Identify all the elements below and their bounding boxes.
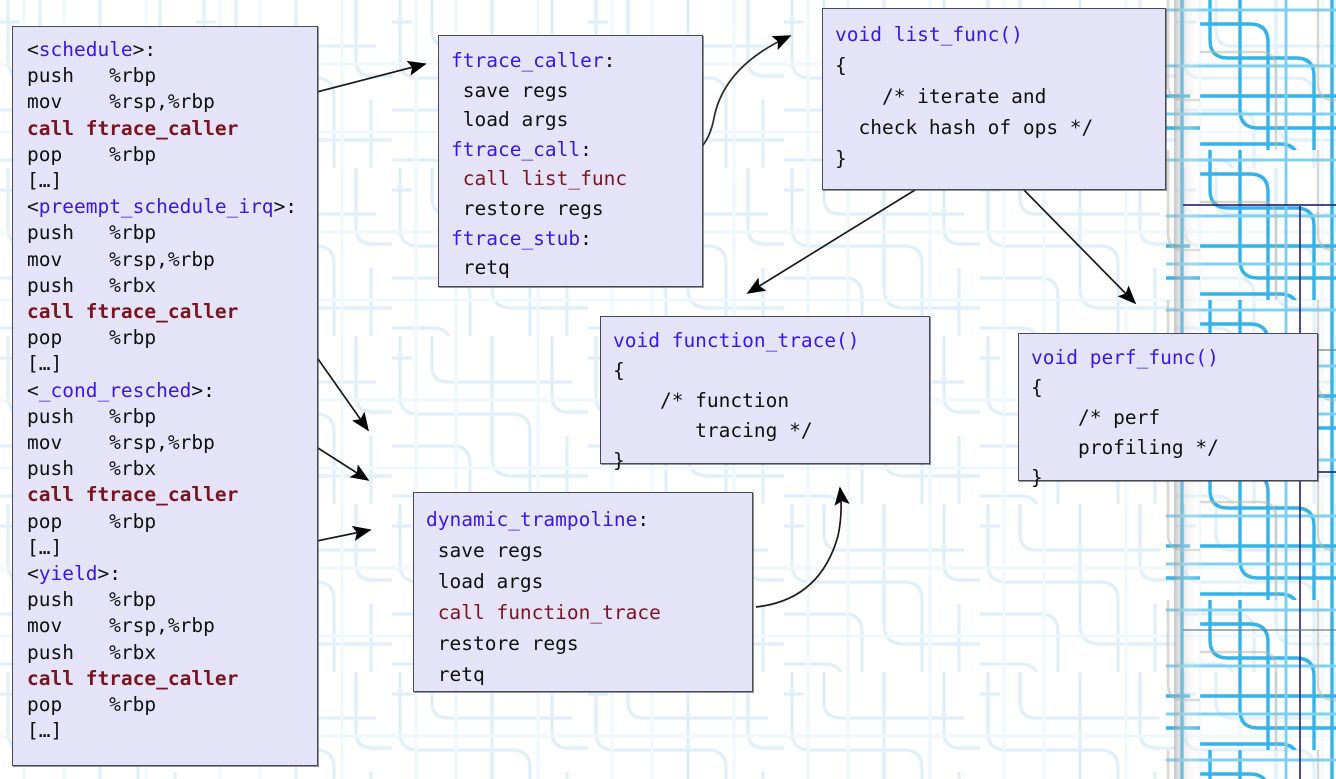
code-line: ftrace_stub: xyxy=(451,226,592,250)
code-line: { xyxy=(613,359,625,382)
code-line: profiling */ xyxy=(1031,436,1219,459)
code-line: void perf_func() xyxy=(1031,346,1219,369)
dynamic-trampoline-code: dynamic_trampoline: save regs load args … xyxy=(414,493,752,701)
code-line: push %rbp xyxy=(27,221,157,245)
code-line: ftrace_caller: xyxy=(451,49,616,72)
code-line: push %rbx xyxy=(27,457,157,481)
code-line: void list_func() xyxy=(835,23,1023,46)
perf-func-code: void perf_func() { /* perf profiling */} xyxy=(1019,334,1317,502)
code-line: call ftrace_caller xyxy=(27,116,239,140)
code-line: call ftrace_caller xyxy=(27,666,239,690)
code-line: […] xyxy=(27,352,63,376)
code-line: /* perf xyxy=(1031,406,1161,429)
function-trace-callback-box: void function_trace() { /* function traci… xyxy=(600,316,930,472)
code-line: retq xyxy=(426,663,485,686)
code-line: check hash of ops */ xyxy=(835,116,1094,139)
arrow-dynamic-trampoline-to-function-trace xyxy=(755,486,850,608)
code-line: push %rbx xyxy=(27,640,157,664)
arrow-list-func-to-perf-func xyxy=(1023,189,1137,305)
ftrace-caller-trampoline-box: ftrace_caller: save regs load args ftrace… xyxy=(438,35,703,287)
code-line: void function_trace() xyxy=(613,329,860,352)
code-line: <yield>: xyxy=(27,562,121,586)
code-line: call list_func xyxy=(462,167,628,191)
code-line: <_cond_resched>: xyxy=(27,378,215,402)
code-line: dynamic_trampoline: xyxy=(426,508,650,531)
code-line: <schedule>: xyxy=(27,38,157,61)
code-line: mov %rsp,%rbp xyxy=(27,90,215,114)
code-line: push %rbx xyxy=(27,273,157,297)
ftrace-caller-code: ftrace_caller: save regs load args ftrace… xyxy=(439,36,702,293)
code-line: push %rbp xyxy=(27,588,157,612)
arrow-list-func-to-function-trace xyxy=(746,189,916,294)
code-line: save regs xyxy=(451,78,569,102)
code-line: call ftrace_caller xyxy=(27,300,239,324)
code-line: push %rbp xyxy=(27,64,157,88)
code-line: } xyxy=(1031,466,1043,489)
code-line: load args xyxy=(451,108,569,132)
code-line: retq xyxy=(451,256,510,280)
code-line: pop %rbp xyxy=(27,509,157,533)
perf-func-callback-box: void perf_func() { /* perf profiling */} xyxy=(1018,333,1318,489)
code-line: mov %rsp,%rbp xyxy=(27,614,215,638)
code-line: […] xyxy=(27,719,63,743)
code-line: <preempt_schedule_irq>: xyxy=(27,195,298,219)
code-line: /* function xyxy=(613,389,790,412)
code-line: pop %rbp xyxy=(27,693,157,717)
code-line: call function_trace xyxy=(437,601,661,624)
code-line: restore regs xyxy=(451,196,604,220)
code-line: mov %rsp,%rbp xyxy=(27,247,215,271)
code-line: ftrace_call: xyxy=(451,137,592,161)
code-line: call ftrace_caller xyxy=(27,483,239,507)
dynamic-trampoline-box: dynamic_trampoline: save regs load args … xyxy=(413,492,753,692)
code-line: } xyxy=(613,449,625,472)
code-line: } xyxy=(835,147,847,170)
list-func-code: void list_func() { /* iterate and check h… xyxy=(823,9,1165,184)
code-line: push %rbp xyxy=(27,404,157,428)
code-line: pop %rbp xyxy=(27,326,157,350)
code-line: load args xyxy=(426,570,544,593)
function-trace-code: void function_trace() { /* function traci… xyxy=(601,317,929,485)
code-line: pop %rbp xyxy=(27,142,157,166)
code-line: { xyxy=(835,54,847,77)
list-func-dispatcher-box: void list_func() { /* iterate and check h… xyxy=(822,8,1166,190)
code-line: /* iterate and xyxy=(835,85,1047,108)
code-line: save regs xyxy=(426,539,544,562)
code-line: […] xyxy=(27,535,63,559)
code-line: […] xyxy=(27,169,63,193)
code-line: tracing */ xyxy=(613,419,813,442)
code-line: { xyxy=(1031,376,1043,399)
code-line: restore regs xyxy=(426,632,579,655)
code-line: mov %rsp,%rbp xyxy=(27,431,215,455)
